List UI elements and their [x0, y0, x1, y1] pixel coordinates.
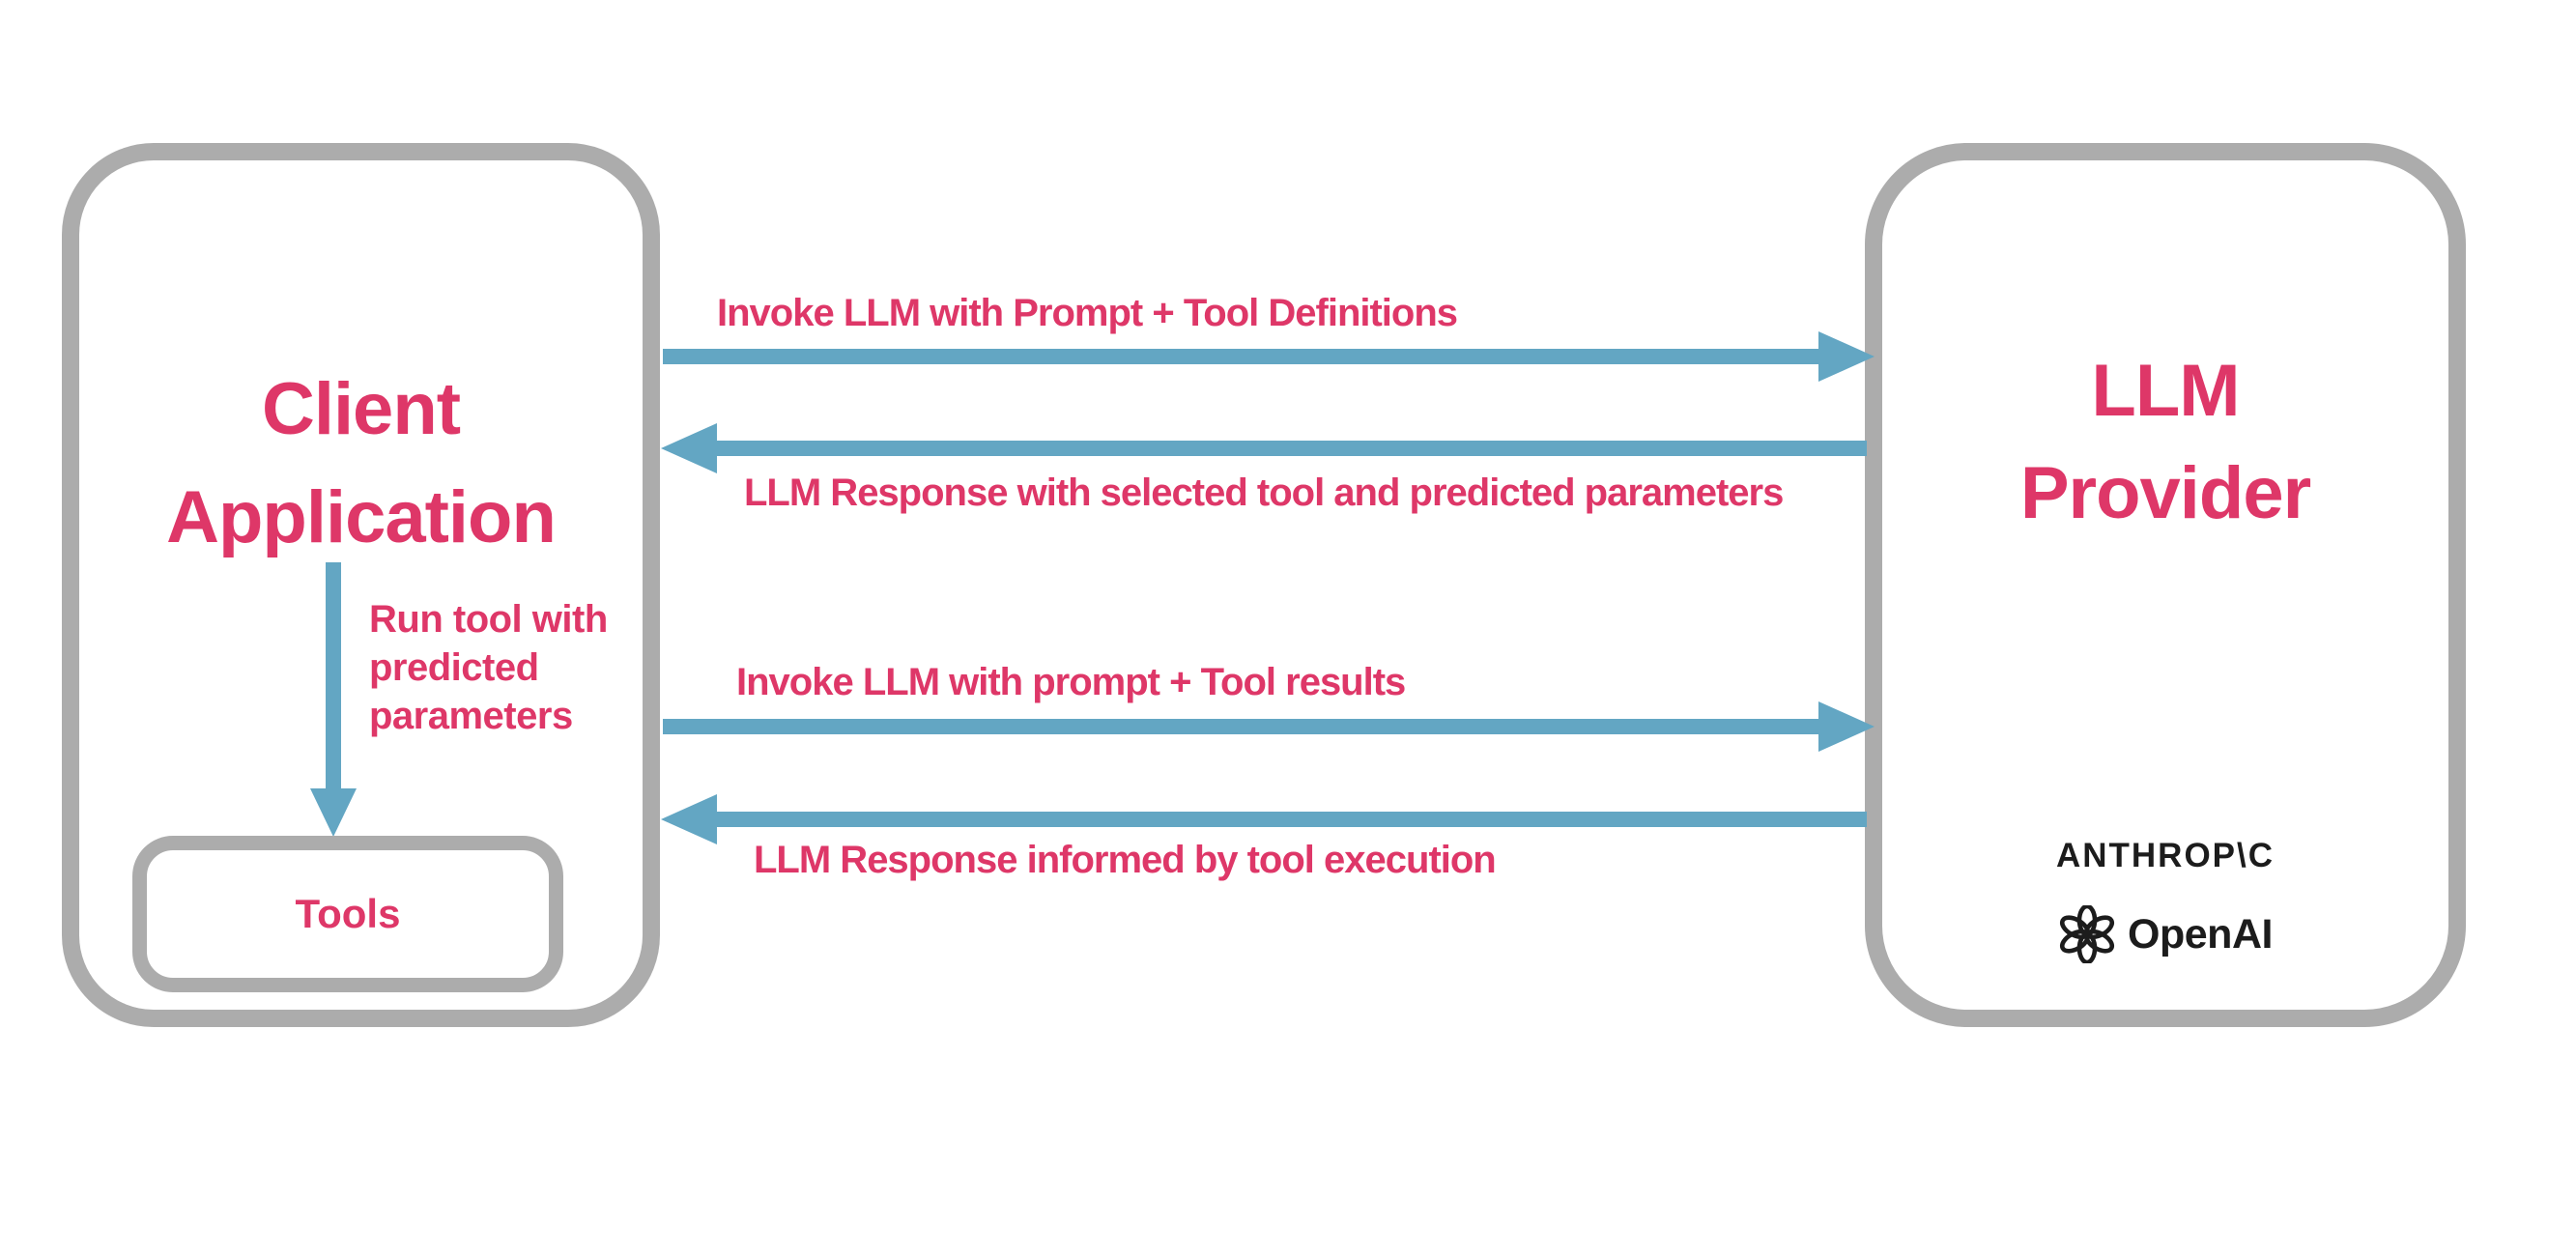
flow-label-invoke-definitions: Invoke LLM with Prompt + Tool Definition…: [717, 292, 1458, 334]
openai-logo: OpenAI: [1865, 902, 2466, 966]
client-application-box: [62, 143, 660, 1027]
run-tool-arrowhead-down-icon: [310, 788, 357, 837]
run-tool-label: Run tool with predicted parameters: [369, 598, 608, 737]
openai-wordmark: OpenAI: [2128, 910, 2273, 958]
arrowhead-right-icon: [1818, 701, 1875, 752]
client-application-title: Client Application: [166, 368, 557, 558]
tools-label: Tools: [295, 891, 401, 936]
flow-arrow-invoke-definitions: [663, 349, 1818, 364]
flow-label-response-informed: LLM Response informed by tool execution: [754, 839, 1497, 881]
anthropic-logo: ANTHROP\C: [2055, 837, 2275, 874]
flow-label-response-selected-tool: LLM Response with selected tool and pred…: [744, 472, 1784, 514]
llm-provider-box: [1865, 143, 2466, 1027]
openai-mark-icon: [2060, 905, 2115, 963]
flow-arrow-invoke-results: [663, 719, 1818, 734]
run-tool-arrow-shaft: [326, 562, 341, 790]
arrowhead-left-icon: [661, 794, 717, 844]
tools-box: Tools: [132, 836, 563, 992]
arrowhead-left-icon: [661, 423, 717, 473]
flow-label-invoke-results: Invoke LLM with prompt + Tool results: [736, 661, 1406, 703]
arrowhead-right-icon: [1818, 331, 1875, 382]
flow-arrow-response-informed: [717, 812, 1867, 827]
llm-provider-title: LLM Provider: [2019, 350, 2311, 534]
flow-arrow-response-selected-tool: [717, 441, 1867, 456]
